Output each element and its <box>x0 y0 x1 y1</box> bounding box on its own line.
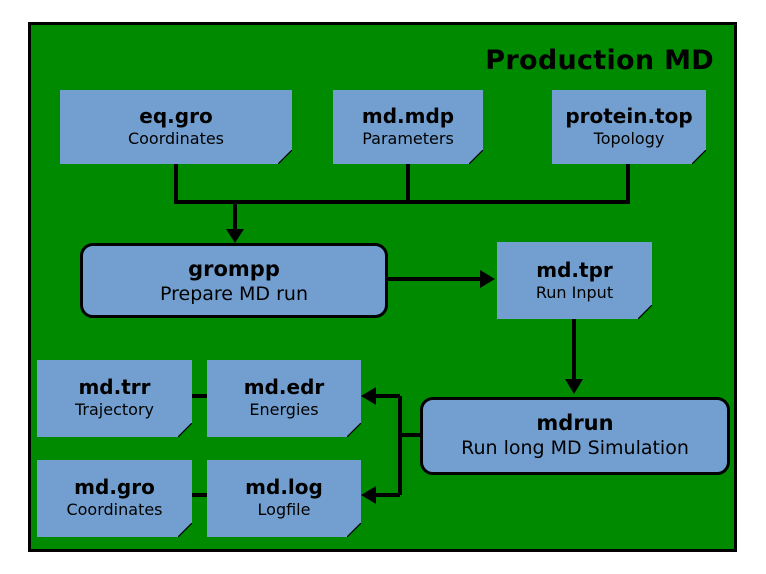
process-mdrun: mdrun Run long MD Simulation <box>420 397 730 475</box>
file-name: md.gro <box>74 475 155 499</box>
input-md-mdp: md.mdp Parameters <box>333 90 483 164</box>
input-eq-gro: eq.gro Coordinates <box>60 90 292 164</box>
process-name: grompp <box>188 257 280 281</box>
output-md-trr: md.trr Trajectory <box>37 360 192 437</box>
input-desc: Parameters <box>362 129 454 148</box>
file-desc: Run Input <box>535 283 614 302</box>
file-desc: Logfile <box>257 500 311 519</box>
file-name: md.log <box>245 475 323 499</box>
input-name: md.mdp <box>361 104 455 128</box>
arrowhead-tpr <box>480 270 495 288</box>
file-name: md.trr <box>78 375 151 399</box>
file-name: md.tpr <box>536 258 613 282</box>
file-desc: Coordinates <box>66 500 163 519</box>
input-protein-top: protein.top Topology <box>552 90 706 164</box>
file-desc: Energies <box>249 400 319 419</box>
process-grompp: grompp Prepare MD run <box>80 243 388 318</box>
file-name: md.edr <box>243 375 325 399</box>
output-md-log: md.log Logfile <box>207 460 361 537</box>
diagram-title: Production MD <box>485 45 714 76</box>
input-name: eq.gro <box>139 104 213 128</box>
output-md-gro: md.gro Coordinates <box>37 460 192 537</box>
process-desc: Prepare MD run <box>160 283 308 305</box>
input-desc: Coordinates <box>127 129 225 148</box>
arrowhead-mdrun <box>565 379 583 394</box>
file-desc: Trajectory <box>75 400 154 419</box>
arrowhead-log <box>361 486 376 504</box>
input-name: protein.top <box>565 104 693 128</box>
arrowhead-edr <box>361 387 376 405</box>
output-md-edr: md.edr Energies <box>207 360 361 437</box>
file-md-tpr: md.tpr Run Input <box>497 242 652 319</box>
input-desc: Topology <box>593 129 665 148</box>
arrowhead-grompp <box>226 229 244 243</box>
process-name: mdrun <box>536 411 614 435</box>
process-desc: Run long MD Simulation <box>461 437 689 459</box>
